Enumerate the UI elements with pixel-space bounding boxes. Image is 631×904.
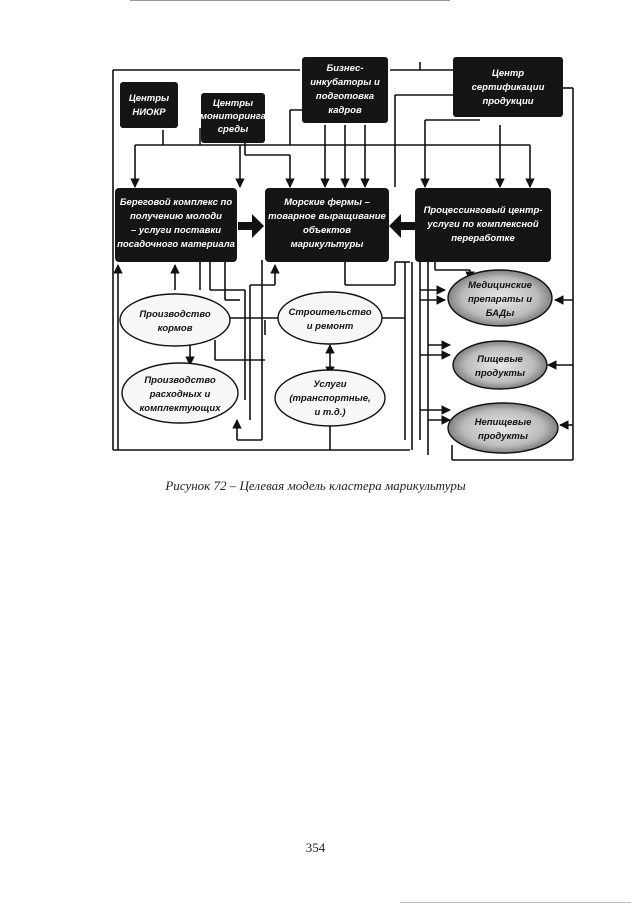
svg-text:Услуги(транспортные,и т.д.): Услуги(транспортные,и т.д.) (289, 379, 370, 418)
coastal-to-farms-arrow (238, 214, 264, 238)
page-bottom-rule (400, 902, 631, 903)
page-top-rule (130, 0, 450, 1)
page-number: 354 (305, 840, 326, 855)
figure-caption: Рисунок 72 – Целевая модель кластера мар… (165, 478, 466, 493)
svg-text:Процессинговый центр-услуги по: Процессинговый центр-услуги по комплексн… (424, 205, 543, 244)
node-processing-center: Процессинговый центр-услуги по комплексн… (415, 188, 551, 262)
connector-lines (112, 62, 574, 461)
node-services: Услуги(транспортные,и т.д.) (274, 369, 386, 427)
main-flow-arrows (238, 214, 415, 238)
svg-text:Морские фермы –товарное выращи: Морские фермы –товарное выращиваниеобъек… (268, 197, 386, 250)
processing-to-farms-arrow (389, 214, 415, 238)
